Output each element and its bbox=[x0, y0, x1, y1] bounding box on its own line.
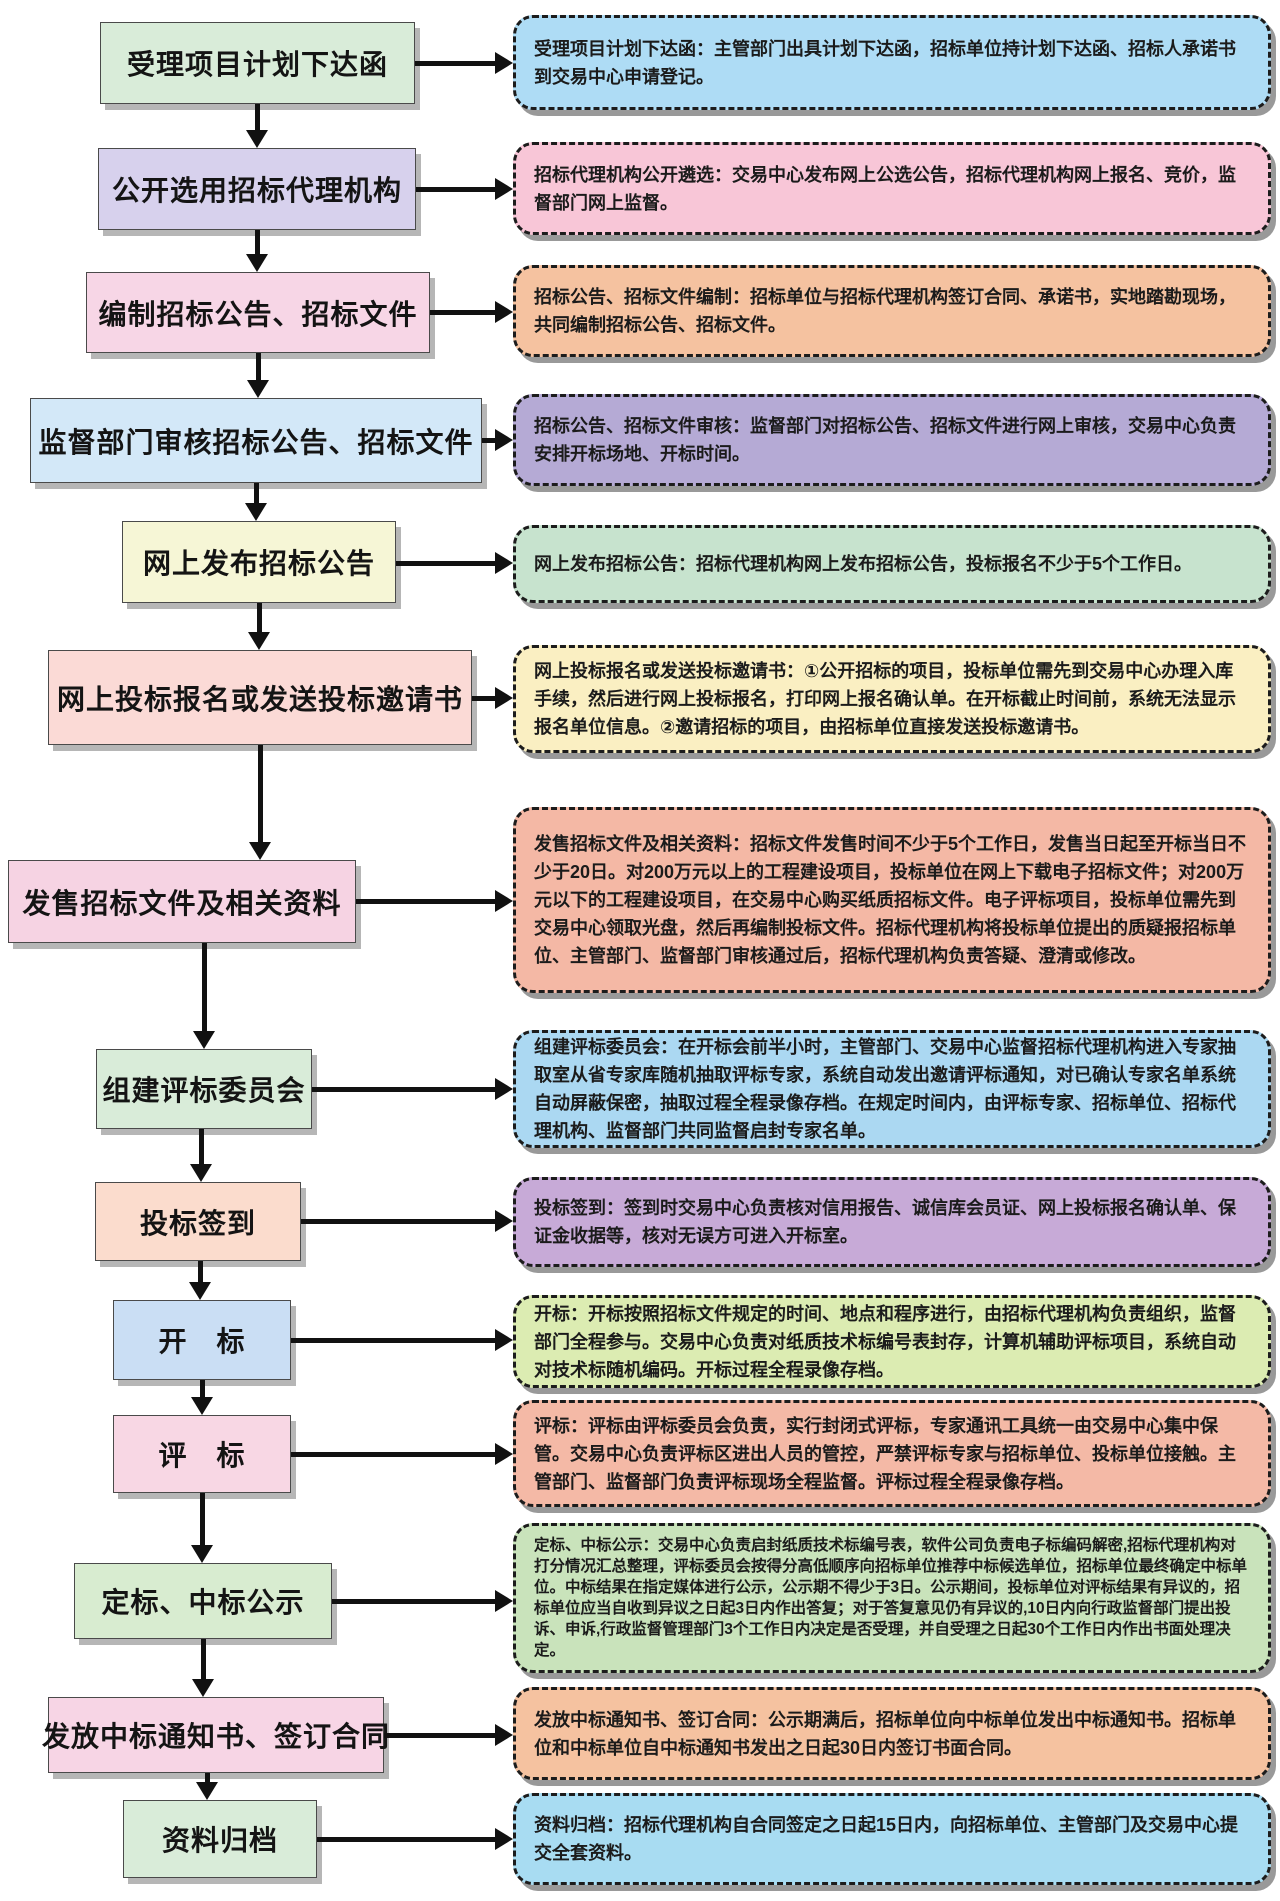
down-arrow-icon bbox=[249, 745, 271, 860]
step-box-archive-materials: 资料归档 bbox=[123, 1800, 317, 1878]
step-desc-select-agency: 招标代理机构公开遴选：交易中心发布网上公选公告，招标代理机构网上报名、竞价，监督… bbox=[513, 142, 1271, 235]
step-box-bid-opening: 开 标 bbox=[113, 1300, 291, 1380]
down-arrow-icon bbox=[247, 353, 269, 398]
right-arrow-icon bbox=[332, 1590, 513, 1612]
step-box-award-notice-contract: 发放中标通知书、签订合同 bbox=[42, 1697, 389, 1773]
down-arrow-icon bbox=[193, 943, 215, 1049]
step-desc-bid-evaluation: 评标：评标由评标委员会负责，实行封闭式评标，专家通讯工具统一由交易中心集中保管。… bbox=[513, 1400, 1271, 1507]
right-arrow-icon bbox=[384, 1724, 513, 1746]
down-arrow-icon bbox=[191, 1380, 213, 1415]
step-box-form-evaluation-committee: 组建评标委员会 bbox=[96, 1049, 312, 1129]
right-arrow-icon bbox=[472, 687, 513, 709]
right-arrow-icon bbox=[430, 301, 513, 323]
right-arrow-icon bbox=[356, 890, 513, 912]
right-arrow-icon bbox=[317, 1828, 513, 1850]
right-arrow-icon bbox=[291, 1329, 513, 1351]
right-arrow-icon bbox=[291, 1443, 513, 1465]
step-box-bid-sign-in: 投标签到 bbox=[95, 1182, 301, 1261]
step-desc-archive-materials: 资料归档：招标代理机构自合同签定之日起15日内，向招标单位、主管部门及交易中心提… bbox=[513, 1793, 1271, 1885]
step-box-draft-documents: 编制招标公告、招标文件 bbox=[86, 272, 430, 353]
step-desc-bid-sign-in: 投标签到：签到时交易中心负责核对信用报告、诚信库会员证、网上投标报名确认单、保证… bbox=[513, 1177, 1271, 1267]
down-arrow-icon bbox=[248, 603, 270, 650]
step-box-sell-documents: 发售招标文件及相关资料 bbox=[8, 860, 356, 943]
step-box-bid-evaluation: 评 标 bbox=[113, 1415, 291, 1493]
step-desc-award-notice-contract: 发放中标通知书、签订合同：公示期满后，招标单位向中标单位发出中标通知书。招标单位… bbox=[513, 1687, 1271, 1780]
step-box-select-agency: 公开选用招标代理机构 bbox=[98, 148, 416, 230]
right-arrow-icon bbox=[482, 429, 513, 451]
step-desc-accept-plan-letter: 受理项目计划下达函：主管部门出具计划下达函，招标单位持计划下达函、招标人承诺书到… bbox=[513, 15, 1271, 110]
down-arrow-icon bbox=[191, 1493, 213, 1563]
step-desc-award-publicity: 定标、中标公示：交易中心负责启封纸质技术标编号表，软件公司负责电子标编码解密,招… bbox=[513, 1523, 1271, 1673]
right-arrow-icon bbox=[312, 1078, 513, 1100]
step-desc-bid-opening: 开标：开标按照招标文件规定的时间、地点和程序进行，由招标代理机构负责组织，监督部… bbox=[513, 1295, 1271, 1388]
step-desc-draft-documents: 招标公告、招标文件编制：招标单位与招标代理机构签订合同、承诺书，实地踏勘现场，共… bbox=[513, 265, 1271, 357]
step-box-publish-announcement: 网上发布招标公告 bbox=[122, 521, 396, 603]
step-desc-form-evaluation-committee: 组建评标委员会：在开标会前半小时，主管部门、交易中心监督招标代理机构进入专家抽取… bbox=[513, 1030, 1271, 1148]
step-box-award-publicity: 定标、中标公示 bbox=[74, 1563, 332, 1639]
down-arrow-icon bbox=[246, 104, 268, 148]
down-arrow-icon bbox=[196, 1773, 218, 1800]
down-arrow-icon bbox=[246, 230, 268, 272]
right-arrow-icon bbox=[416, 178, 513, 200]
step-box-accept-plan-letter: 受理项目计划下达函 bbox=[100, 22, 415, 104]
step-desc-online-registration: 网上投标报名或发送投标邀请书：①公开招标的项目，投标单位需先到交易中心办理入库手… bbox=[513, 645, 1271, 753]
step-desc-supervise-review: 招标公告、招标文件审核：监督部门对招标公告、招标文件进行网上审核，交易中心负责安… bbox=[513, 394, 1271, 486]
down-arrow-icon bbox=[189, 1261, 211, 1300]
down-arrow-icon bbox=[192, 1639, 214, 1697]
right-arrow-icon bbox=[415, 52, 513, 74]
step-box-online-registration: 网上投标报名或发送投标邀请书 bbox=[48, 650, 472, 745]
right-arrow-icon bbox=[396, 552, 513, 574]
down-arrow-icon bbox=[190, 1129, 212, 1182]
right-arrow-icon bbox=[301, 1210, 513, 1232]
step-box-supervise-review: 监督部门审核招标公告、招标文件 bbox=[30, 398, 482, 483]
step-desc-sell-documents: 发售招标文件及相关资料：招标文件发售时间不少于5个工作日，发售当日起至开标当日不… bbox=[513, 807, 1271, 993]
down-arrow-icon bbox=[245, 483, 267, 521]
step-desc-publish-announcement: 网上发布招标公告：招标代理机构网上发布招标公告，投标报名不少于5个工作日。 bbox=[513, 525, 1271, 603]
